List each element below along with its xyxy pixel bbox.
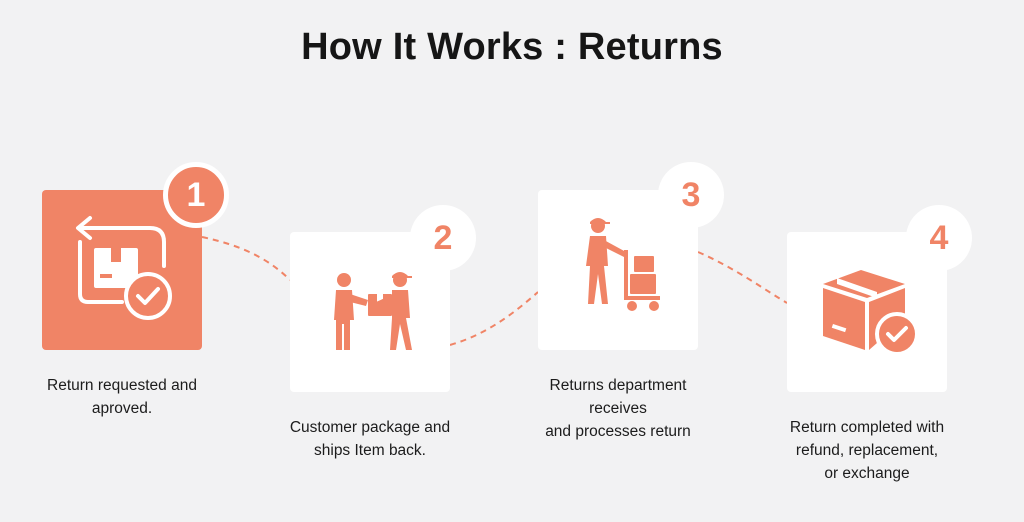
step-caption-1: Return requested and aproved. xyxy=(12,374,232,420)
caption-line: Return completed with xyxy=(789,419,945,436)
step-card-3 xyxy=(538,190,698,350)
return-box-check-icon xyxy=(76,216,172,320)
caption-line: and processes return xyxy=(545,423,691,440)
step-caption-3: Returns department receives and processe… xyxy=(508,374,728,443)
caption-line: or exchange xyxy=(824,465,910,482)
step-card-1 xyxy=(42,190,202,350)
step-number-badge-2: 2 xyxy=(410,205,476,271)
box-check-icon xyxy=(823,270,919,356)
step-caption-2: Customer package and ships Item back. xyxy=(260,416,480,462)
caption-line: refund, replacement, xyxy=(795,442,939,459)
step-number-badge-4: 4 xyxy=(906,205,972,271)
step-number-badge-3: 3 xyxy=(658,162,724,228)
caption-line: Returns department xyxy=(549,377,687,394)
delivery-trolley-icon xyxy=(586,218,660,311)
connector-3-4 xyxy=(697,251,788,304)
caption-line: Customer package and xyxy=(289,419,451,436)
caption-line: aproved. xyxy=(91,400,153,417)
caption-line: Return requested and xyxy=(47,377,197,394)
caption-line: ships Item back. xyxy=(314,442,426,459)
package-handover-icon xyxy=(334,272,412,350)
step-caption-4: Return completed with refund, replacemen… xyxy=(757,416,977,485)
page-title: How It Works : Returns xyxy=(301,26,723,68)
connector-1-2 xyxy=(201,236,291,281)
connector-2-3 xyxy=(449,291,539,346)
caption-line: receives xyxy=(589,400,647,417)
step-number-badge-1: 1 xyxy=(163,162,229,228)
